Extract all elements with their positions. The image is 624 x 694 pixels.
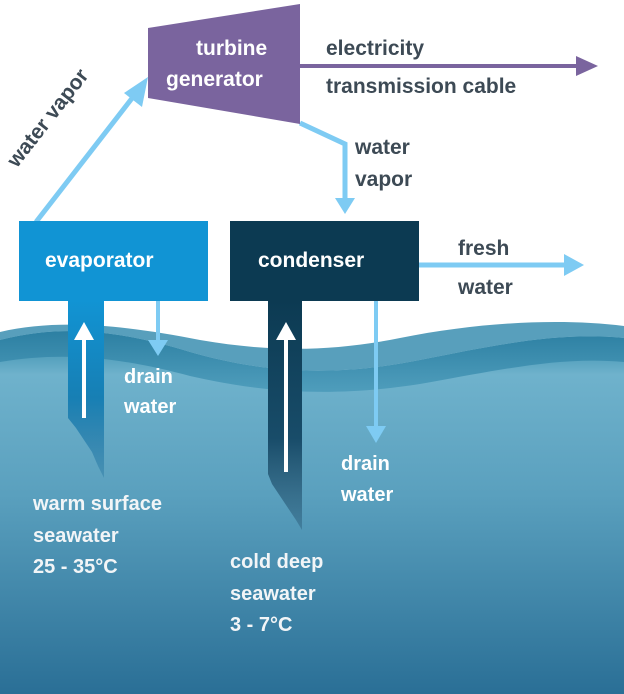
condenser-drain-label-line1: drain bbox=[341, 453, 390, 475]
evaporator-drain-arrow bbox=[148, 300, 168, 356]
cold-seawater-label-line2: seawater bbox=[230, 583, 316, 605]
electricity-arrow bbox=[300, 56, 598, 76]
water-vapor-down-arrow bbox=[298, 120, 355, 214]
water-vapor-down-label-line1: water bbox=[355, 136, 410, 159]
water-vapor-up-arrow bbox=[34, 77, 148, 224]
fresh-water-arrow bbox=[418, 254, 584, 276]
turbine-label-line2: generator bbox=[166, 68, 263, 91]
warm-seawater-label-line1: warm surface bbox=[33, 493, 162, 515]
cold-intake-arrow bbox=[276, 322, 296, 472]
cold-seawater-label-line1: cold deep bbox=[230, 551, 324, 573]
condenser-drain-label-line2: water bbox=[341, 484, 394, 506]
condenser-label: condenser bbox=[258, 249, 365, 272]
warm-seawater-temp: 25 - 35°C bbox=[33, 556, 118, 578]
condenser-node bbox=[230, 221, 419, 301]
electricity-label: electricity bbox=[326, 37, 425, 60]
evaporator-drain-label-line1: drain bbox=[124, 366, 173, 388]
evaporator-label: evaporator bbox=[45, 249, 154, 272]
transmission-cable-label: transmission cable bbox=[326, 75, 517, 98]
warm-seawater-label-line2: seawater bbox=[33, 525, 119, 547]
fresh-water-label-line2: water bbox=[458, 276, 513, 299]
ocean-body bbox=[0, 331, 624, 694]
evaporator-node bbox=[19, 221, 208, 301]
cold-seawater-temp: 3 - 7°C bbox=[230, 614, 293, 636]
warm-intake-arrow bbox=[74, 322, 94, 418]
turbine-label-line1: turbine bbox=[196, 37, 268, 60]
fresh-water-label-line1: fresh bbox=[458, 237, 510, 260]
condenser-drain-arrow bbox=[366, 300, 386, 443]
water-vapor-down-label-line2: vapor bbox=[355, 168, 413, 191]
evaporator-drain-label-line2: water bbox=[124, 396, 177, 418]
turbine-generator-node bbox=[148, 4, 300, 124]
